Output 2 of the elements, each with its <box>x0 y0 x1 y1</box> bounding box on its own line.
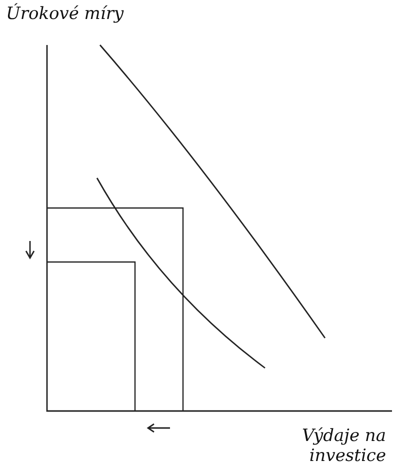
x-axis-label: Výdaje na investice <box>300 426 386 466</box>
y-axis-label: Úrokové míry <box>6 4 124 24</box>
